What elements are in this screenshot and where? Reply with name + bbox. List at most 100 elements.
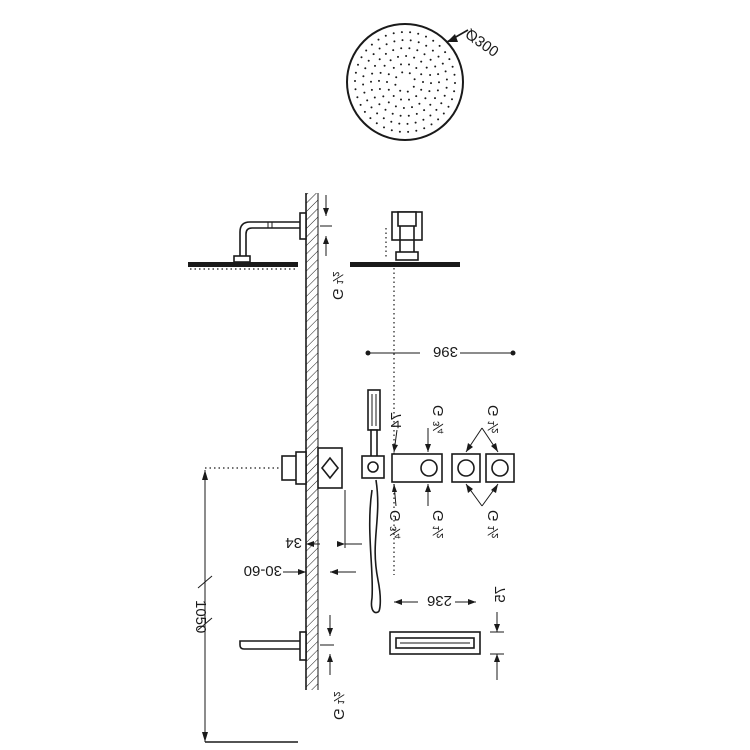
nozzle-dot xyxy=(425,35,427,38)
hand-shower-side-view xyxy=(361,389,385,614)
nozzle-dot xyxy=(391,112,394,115)
mixer-bottom-thread-labels: G ¾ G ½ G ½ xyxy=(387,483,502,539)
nozzle-dot xyxy=(423,109,426,112)
nozzle-dot xyxy=(415,95,418,98)
nozzle-dot xyxy=(454,82,456,84)
nozzle-dot xyxy=(392,95,395,97)
nozzle-dot xyxy=(370,88,373,91)
nozzle-dot xyxy=(430,82,432,85)
nozzle-dot xyxy=(420,60,423,63)
nozzle-dot xyxy=(407,114,410,117)
nozzle-dot xyxy=(412,85,415,88)
nozzle-dot xyxy=(418,102,421,105)
hand-shower-hose xyxy=(368,479,382,614)
nozzle-dot xyxy=(423,127,426,130)
nozzle-dot xyxy=(393,40,396,43)
nozzle-dot xyxy=(392,32,395,35)
head-diameter-label: Ø300 xyxy=(463,25,503,60)
arm-74-dimension: 74 xyxy=(388,412,405,453)
nozzle-dot xyxy=(378,47,381,50)
nozzle-dot xyxy=(362,83,365,86)
nozzle-dot xyxy=(423,53,426,56)
spout-side-view xyxy=(239,631,307,661)
nozzle-dot xyxy=(422,118,425,121)
nozzle-dot xyxy=(398,130,401,133)
nozzle-dot xyxy=(413,56,416,59)
nozzle-dot xyxy=(436,89,439,92)
nozzle-dot xyxy=(408,72,411,75)
nozzle-dot xyxy=(416,49,419,52)
nozzle-dot xyxy=(354,80,356,82)
nozzle-dot xyxy=(405,55,408,57)
nozzle-dot xyxy=(429,114,432,117)
nozzle-dot xyxy=(397,55,399,58)
nozzle-dot xyxy=(451,98,453,101)
nozzle-dot xyxy=(378,79,380,82)
nozzle-dot xyxy=(444,70,447,73)
nozzle-dot xyxy=(369,117,372,120)
nozzle-dot xyxy=(438,81,440,84)
diverter-length-label: 236 xyxy=(427,592,452,609)
nozzle-dot xyxy=(387,88,390,91)
nozzle-dot xyxy=(451,65,454,68)
nozzle-dot xyxy=(425,66,428,69)
nozzle-dot xyxy=(406,90,409,93)
nozzle-dot xyxy=(438,44,441,47)
shower-head-plan-view: Ø300 xyxy=(346,23,503,141)
nozzle-dot xyxy=(370,43,373,46)
nozzle-dot xyxy=(363,110,366,113)
offset-30-60-dimension: 30-60 xyxy=(244,562,356,579)
nozzle-dot xyxy=(384,108,387,111)
nozzle-dot xyxy=(406,122,409,125)
nozzle-dot xyxy=(453,90,456,93)
nozzle-dot xyxy=(434,97,436,100)
nozzle-dot xyxy=(378,58,381,61)
nozzle-dot xyxy=(373,96,376,99)
mixer-top-1-label: G ¾ xyxy=(430,405,447,434)
nozzle-dot xyxy=(385,43,388,46)
diverter-length-dimension: 236 xyxy=(394,592,476,609)
wall-thread-bottom-label: G ½ xyxy=(330,691,347,720)
diverter-height-label: 75 xyxy=(492,586,509,603)
nozzle-dot xyxy=(383,64,386,67)
nozzle-dot xyxy=(356,96,359,99)
nozzle-dot xyxy=(354,88,357,91)
arm-width-label: 74 xyxy=(388,412,405,429)
mixer-panel-second xyxy=(451,453,481,483)
nozzle-dot xyxy=(392,49,395,52)
nozzle-dot xyxy=(413,78,416,81)
nozzle-dot xyxy=(409,31,412,34)
nozzle-dot xyxy=(434,65,437,68)
nozzle-dot xyxy=(453,73,456,76)
nozzle-dot xyxy=(365,49,368,52)
top-thread-dimension: G ½ xyxy=(320,195,346,300)
nozzle-dot xyxy=(443,94,446,97)
nozzle-dot xyxy=(424,97,427,100)
spout-front-view xyxy=(389,631,481,655)
nozzle-dot xyxy=(389,59,392,62)
nozzle-dot xyxy=(399,114,402,117)
shower-head-nozzles xyxy=(354,31,456,133)
nozzle-dot xyxy=(415,67,418,69)
nozzle-dot xyxy=(441,62,444,65)
mixer-panel-third xyxy=(485,453,515,483)
shower-head-side xyxy=(188,262,298,267)
nozzle-dot xyxy=(432,39,435,42)
nozzle-dot xyxy=(390,120,393,123)
nozzle-dot xyxy=(420,88,423,91)
nozzle-dot xyxy=(390,129,393,132)
nozzle-dot xyxy=(444,51,447,54)
nozzle-dot xyxy=(430,123,433,126)
nozzle-dot xyxy=(360,56,363,59)
nozzle-dot xyxy=(382,95,385,98)
nozzle-dot xyxy=(398,122,401,125)
nozzle-dot xyxy=(415,129,418,132)
nozzle-dot xyxy=(357,63,359,66)
nozzle-dot xyxy=(409,39,412,42)
mixer-bottom-3-label: G ½ xyxy=(485,510,502,539)
nozzle-dot xyxy=(376,112,379,115)
shower-arm-front-view xyxy=(350,211,460,575)
nozzle-dot xyxy=(359,103,362,106)
nozzle-dot xyxy=(402,107,405,109)
